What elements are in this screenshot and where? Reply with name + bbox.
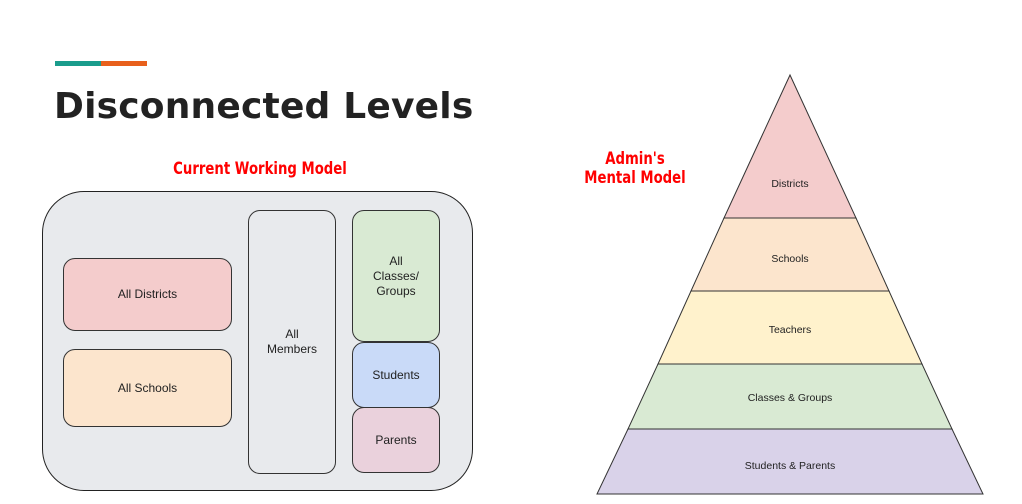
accent-bar-teal <box>55 61 101 66</box>
box-parents: Parents <box>352 407 440 473</box>
admin-model-heading-line2: Mental Model <box>584 168 686 188</box>
tier-label-schools: Schools <box>771 253 808 265</box>
box-label: All Districts <box>117 287 178 301</box>
box-label: All Members <box>266 327 317 356</box>
tier-label-teachers: Teachers <box>769 324 812 336</box>
slide-title: Disconnected Levels <box>54 86 474 127</box>
pyramid-tier-districts <box>723 73 857 219</box>
box-label: All Schools <box>117 380 178 395</box>
box-label: Students <box>372 367 420 382</box>
tier-label-districts: Districts <box>771 178 808 190</box>
box-students: Students <box>352 342 440 408</box>
accent-bar-orange <box>101 61 147 66</box>
box-all-classes-groups: All Classes/ Groups <box>352 210 440 342</box>
box-label: All Classes/ Groups <box>372 253 419 298</box>
box-all-districts: All Districts <box>63 258 232 331</box>
box-all-schools: All Schools <box>63 349 232 427</box>
box-all-members: All Members <box>248 210 336 474</box>
admin-model-heading: Admin's Mental Model <box>584 150 685 188</box>
pyramid-tier-students-parents <box>596 428 984 495</box>
box-label: Parents <box>375 432 417 447</box>
admin-model-heading-line1: Admin's <box>605 149 665 169</box>
current-model-heading: Current Working Model <box>173 159 347 179</box>
tier-label-classes-groups: Classes & Groups <box>748 392 833 404</box>
tier-label-students-parents: Students & Parents <box>745 460 835 472</box>
